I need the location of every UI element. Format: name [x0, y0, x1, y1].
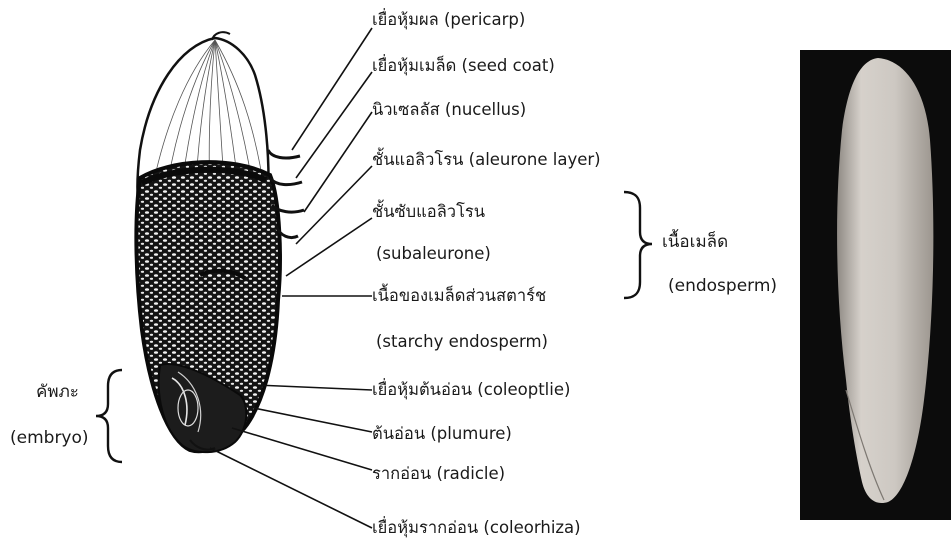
label-plumule: ต้นอ่อน (plumure) [372, 424, 512, 444]
label-aleurone: ชั้นแอลิวโรน (aleurone layer) [372, 150, 601, 170]
label-coleorhiza: เยื่อหุ้มรากอ่อน (coleorhiza) [372, 518, 581, 538]
rice-grain-photo [800, 50, 951, 520]
label-nucellus: นิวเซลลัส (nucellus) [372, 100, 526, 120]
label-coleoptile: เยื่อหุ้มต้นอ่อน (coleoptlie) [372, 380, 570, 400]
label-starchy-english: (starchy endosperm) [376, 332, 548, 352]
label-subaleurone-thai: ชั้นซับแอลิวโรน [372, 202, 485, 222]
group-embryo-thai: คัพภะ [36, 382, 79, 402]
label-starchy-thai: เนื้อของเมล็ดส่วนสตาร์ช [372, 286, 546, 306]
label-pericarp: เยื่อหุ้มผล (pericarp) [372, 10, 525, 30]
label-radicle: รากอ่อน (radicle) [372, 464, 505, 484]
group-embryo-english: (embryo) [10, 428, 89, 448]
embryo-brace [96, 370, 122, 462]
group-endosperm-thai: เนื้อเมล็ด [662, 232, 728, 252]
endosperm-brace [624, 192, 652, 298]
label-subaleurone-english: (subaleurone) [376, 244, 491, 264]
group-endosperm-english: (endosperm) [668, 276, 777, 296]
label-seed-coat: เยื่อหุ้มเมล็ด (seed coat) [372, 56, 555, 76]
